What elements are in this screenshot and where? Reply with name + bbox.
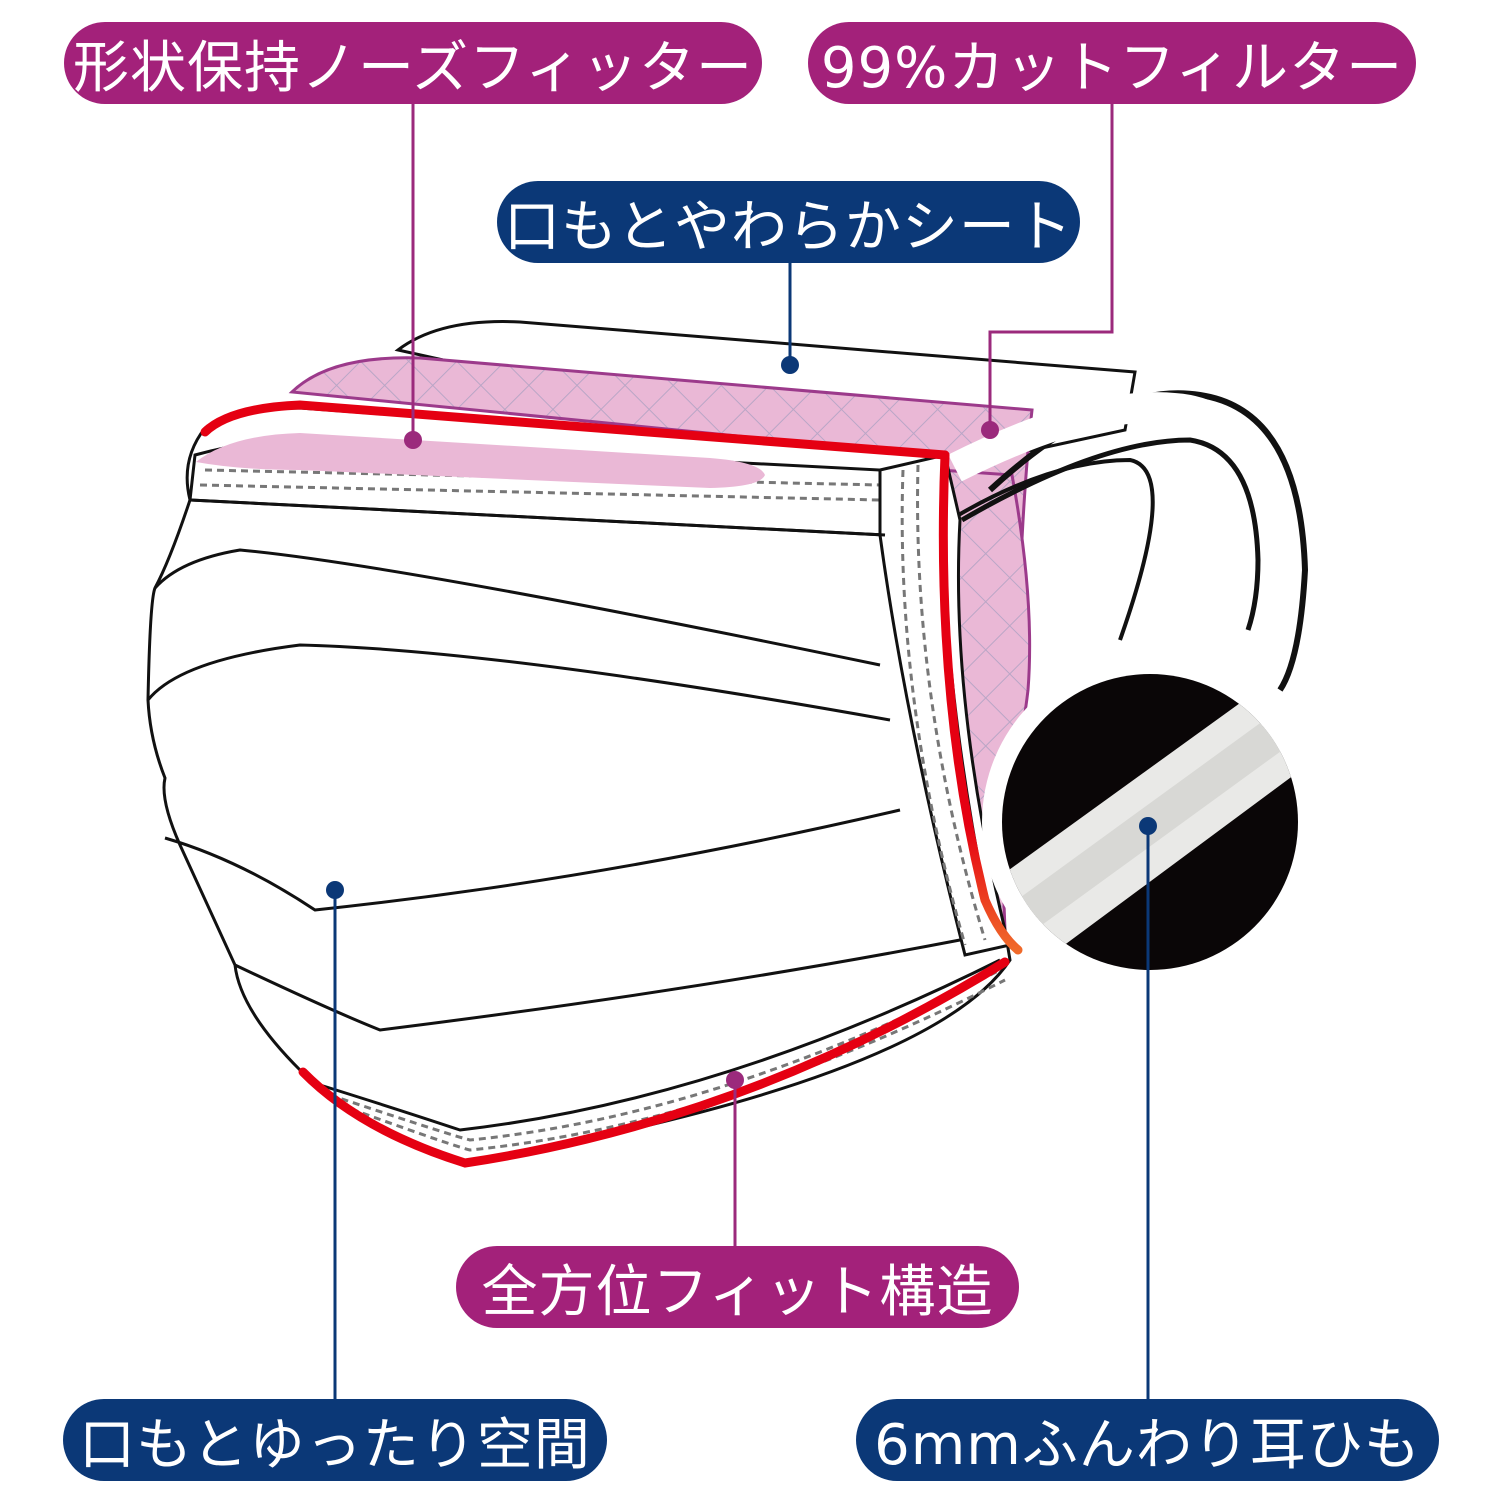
bottom-stitch-2 [339,978,1006,1152]
pleat-1 [189,498,886,537]
leader-dot-fit [726,1071,744,1089]
fit-edge-side [938,450,1023,955]
leader-filter [988,102,1114,430]
pleat-4 [164,808,901,912]
cut-filter-label: 99%カットフィルター [808,22,1416,104]
nose-fitter-label: 形状保持ノーズフィッター [64,22,762,104]
leader-dot-sheet [781,356,799,374]
pleat-5 [234,938,961,1032]
mouth-space-label: 口もとゆったり空間 [63,1399,607,1481]
leader-dot-nose [404,431,422,449]
ear-loop-cord-shade [1010,705,1298,930]
leader-dot-ear [1139,817,1157,835]
fit-edge-bottom [298,957,1010,1168]
ear-loop-label: 6mmふんわり耳ひも [856,1399,1439,1481]
leader-dot-filter [981,421,999,439]
ear-loop-front [948,457,1155,641]
pleat-3 [146,643,891,722]
bottom-hem-line [319,958,1001,1132]
full-fit-label: 全方位フィット構造 [456,1246,1019,1328]
top-stitch-2 [199,483,881,502]
pleat-2 [153,548,881,667]
side-stitch-1 [900,469,967,946]
nose-fitter-bar [196,433,765,488]
leader-dot-space [326,881,344,899]
bottom-stitch-1 [329,968,1001,1142]
side-stitch-2 [916,464,987,941]
ear-loop-inner [948,392,1291,669]
fit-edge-top [200,400,950,460]
soft-sheet-label: 口もとやわらかシート [497,181,1080,263]
